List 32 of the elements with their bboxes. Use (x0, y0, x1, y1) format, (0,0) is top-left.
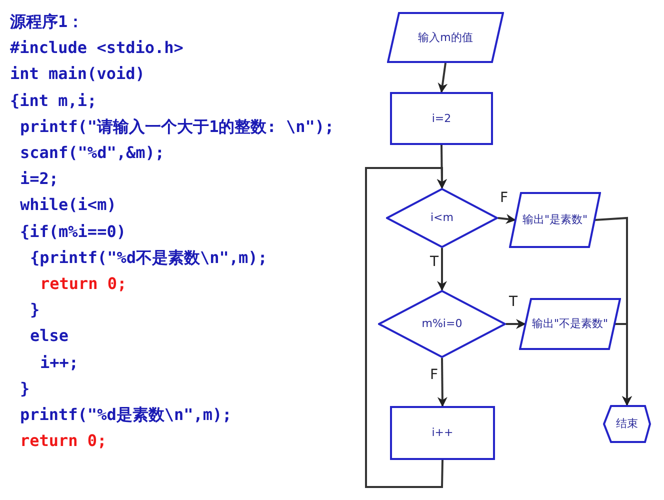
output-parallelogram: 输出"是素数" (509, 192, 601, 248)
arrow (615, 323, 632, 406)
code-line: int main(void) (10, 64, 145, 84)
input-parallelogram: 输入m的值 (387, 12, 504, 63)
arrow (437, 358, 448, 407)
code-line: } (30, 300, 40, 320)
code-line: return 0; (20, 431, 107, 452)
arrow (506, 319, 526, 329)
arrow (438, 62, 448, 93)
process-box: i++ (390, 406, 495, 460)
code-line: printf("请输入一个大于1的整数: \n"); (20, 116, 334, 137)
code-line: i++; (40, 352, 79, 373)
decision-diamond: i<m (386, 188, 498, 248)
code-line: i=2; (20, 169, 59, 190)
code-line: printf("%d是素数\n",m); (20, 405, 232, 425)
code-line: } (20, 378, 30, 399)
arrow (437, 248, 447, 291)
code-line: #include <stdio.h> (10, 38, 184, 58)
code-line: while(i<m) (20, 195, 116, 216)
decision-diamond: m%i=0 (378, 290, 506, 358)
code-line: scanf("%d",&m); (20, 143, 164, 163)
code-line: else (30, 326, 69, 346)
code-line: {if(m%i==0) (20, 222, 126, 242)
arrow (365, 167, 447, 488)
output-parallelogram: 输出"不是素数" (519, 298, 621, 350)
code-line: return 0; (40, 274, 127, 294)
code-line: 源程序1： (10, 12, 84, 32)
terminator-hexagon: 结束 (603, 405, 651, 443)
arrow (498, 214, 516, 224)
process-box: i=2 (390, 92, 493, 145)
code-line: {int m,i; (10, 90, 97, 111)
code-line: {printf("%d不是素数\n",m); (30, 248, 268, 268)
